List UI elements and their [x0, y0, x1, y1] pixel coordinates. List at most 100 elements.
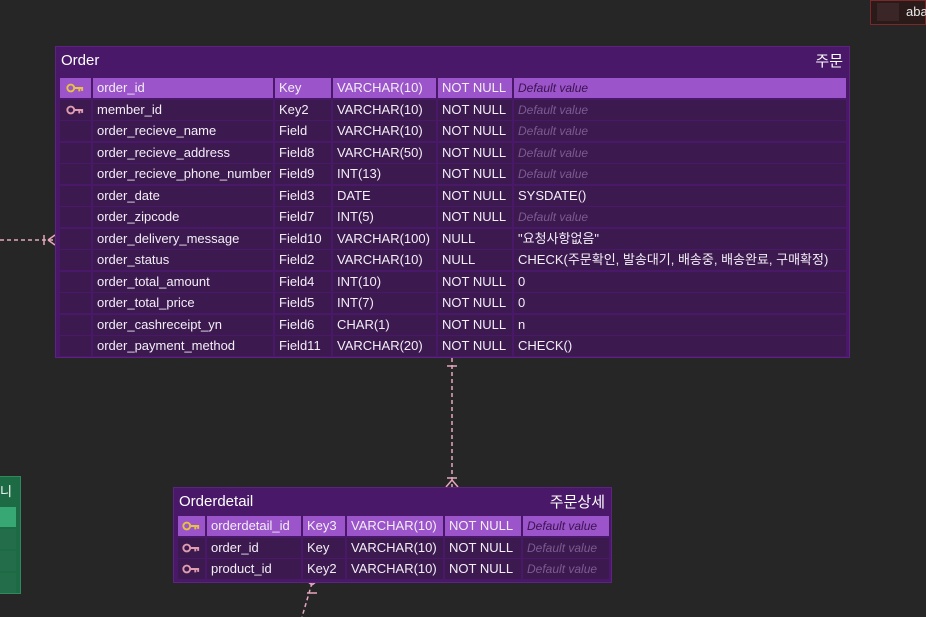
- logical-cell[interactable]: Field2: [275, 250, 331, 270]
- default-cell[interactable]: Default value: [514, 78, 846, 98]
- key-cell[interactable]: [60, 250, 91, 270]
- column-cell[interactable]: orderdetail_id: [207, 516, 301, 536]
- logical-cell[interactable]: Field11: [275, 336, 331, 356]
- key-cell[interactable]: [60, 142, 91, 163]
- key-cell[interactable]: [60, 185, 91, 206]
- default-cell[interactable]: 0: [514, 271, 846, 292]
- key-cell[interactable]: [60, 164, 91, 184]
- type-cell[interactable]: INT(7): [333, 293, 436, 313]
- type-cell[interactable]: INT(13): [333, 164, 436, 184]
- default-cell[interactable]: Default value: [514, 121, 846, 141]
- entity-orderdetail-header[interactable]: Orderdetail 주문상세: [174, 488, 611, 514]
- logical-cell[interactable]: Field7: [275, 207, 331, 227]
- default-cell[interactable]: "요청사항없음": [514, 228, 846, 249]
- column-cell[interactable]: order_id: [207, 537, 301, 558]
- column-cell[interactable]: order_recieve_phone_number: [93, 164, 273, 184]
- default-cell[interactable]: CHECK(): [514, 336, 846, 356]
- partial-entity-left[interactable]: 니: [0, 476, 21, 594]
- logical-cell[interactable]: Key2: [275, 99, 331, 120]
- logical-cell[interactable]: Field: [275, 121, 331, 141]
- default-cell[interactable]: SYSDATE(): [514, 185, 846, 206]
- column-cell[interactable]: order_date: [93, 185, 273, 206]
- default-cell[interactable]: Default value: [514, 99, 846, 120]
- nullable-cell[interactable]: NOT NULL: [438, 336, 512, 356]
- logical-cell[interactable]: Field6: [275, 314, 331, 335]
- nullable-cell[interactable]: NOT NULL: [438, 142, 512, 163]
- key-cell[interactable]: [60, 207, 91, 227]
- column-cell[interactable]: product_id: [207, 559, 301, 579]
- type-cell[interactable]: VARCHAR(10): [347, 537, 443, 558]
- key-cell[interactable]: [60, 99, 91, 120]
- default-cell[interactable]: Default value: [514, 164, 846, 184]
- nullable-cell[interactable]: NOT NULL: [438, 271, 512, 292]
- key-cell[interactable]: [178, 516, 205, 536]
- nullable-cell[interactable]: NOT NULL: [438, 314, 512, 335]
- default-cell[interactable]: Default value: [523, 537, 609, 558]
- type-cell[interactable]: VARCHAR(100): [333, 228, 436, 249]
- type-cell[interactable]: VARCHAR(10): [333, 99, 436, 120]
- key-cell[interactable]: [60, 228, 91, 249]
- nullable-cell[interactable]: NOT NULL: [438, 99, 512, 120]
- nullable-cell[interactable]: NOT NULL: [445, 516, 521, 536]
- column-cell[interactable]: order_cashreceipt_yn: [93, 314, 273, 335]
- logical-cell[interactable]: Field9: [275, 164, 331, 184]
- column-cell[interactable]: order_zipcode: [93, 207, 273, 227]
- entity-order-header[interactable]: Order 주문: [56, 47, 849, 73]
- nullable-cell[interactable]: NOT NULL: [445, 559, 521, 579]
- type-cell[interactable]: INT(10): [333, 271, 436, 292]
- partial-entity-topright[interactable]: aba: [870, 0, 926, 25]
- logical-cell[interactable]: Key: [303, 537, 345, 558]
- nullable-cell[interactable]: NOT NULL: [438, 78, 512, 98]
- column-cell[interactable]: member_id: [93, 99, 273, 120]
- type-cell[interactable]: CHAR(1): [333, 314, 436, 335]
- nullable-cell[interactable]: NOT NULL: [438, 207, 512, 227]
- key-cell[interactable]: [60, 78, 91, 98]
- logical-cell[interactable]: Field8: [275, 142, 331, 163]
- column-cell[interactable]: order_total_price: [93, 293, 273, 313]
- type-cell[interactable]: VARCHAR(50): [333, 142, 436, 163]
- type-cell[interactable]: INT(5): [333, 207, 436, 227]
- key-cell[interactable]: [178, 559, 205, 579]
- key-cell[interactable]: [60, 314, 91, 335]
- nullable-cell[interactable]: NOT NULL: [438, 293, 512, 313]
- nullable-cell[interactable]: NULL: [438, 228, 512, 249]
- type-cell[interactable]: VARCHAR(10): [333, 250, 436, 270]
- logical-cell[interactable]: Field4: [275, 271, 331, 292]
- type-cell[interactable]: VARCHAR(10): [333, 121, 436, 141]
- type-cell[interactable]: VARCHAR(10): [347, 516, 443, 536]
- key-cell[interactable]: [60, 293, 91, 313]
- type-cell[interactable]: VARCHAR(10): [347, 559, 443, 579]
- nullable-cell[interactable]: NOT NULL: [445, 537, 521, 558]
- logical-cell[interactable]: Field3: [275, 185, 331, 206]
- key-cell[interactable]: [60, 271, 91, 292]
- column-cell[interactable]: order_recieve_address: [93, 142, 273, 163]
- key-cell[interactable]: [60, 121, 91, 141]
- column-cell[interactable]: order_payment_method: [93, 336, 273, 356]
- column-cell[interactable]: order_id: [93, 78, 273, 98]
- nullable-cell[interactable]: NOT NULL: [438, 185, 512, 206]
- column-cell[interactable]: order_status: [93, 250, 273, 270]
- column-cell[interactable]: order_delivery_message: [93, 228, 273, 249]
- logical-cell[interactable]: Key3: [303, 516, 345, 536]
- logical-cell[interactable]: Key: [275, 78, 331, 98]
- logical-cell[interactable]: Field5: [275, 293, 331, 313]
- default-cell[interactable]: Default value: [514, 207, 846, 227]
- partial-entity-left-row[interactable]: [0, 507, 16, 527]
- partial-entity-left-row[interactable]: [0, 551, 16, 571]
